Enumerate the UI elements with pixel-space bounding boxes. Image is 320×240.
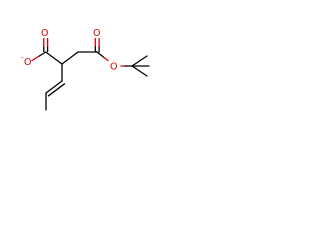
carbonyl-oxygen-label-right: O <box>93 28 100 39</box>
vinyl-double-bond-a <box>45 80 63 94</box>
structure-diagram: O O - O O <box>21 28 150 111</box>
c-o-single-bond-red <box>31 55 40 62</box>
ester-oxygen-label: O <box>110 62 117 73</box>
ester-c-o-bond-red <box>103 56 109 62</box>
carboxylate-oxygen-label: O <box>24 57 31 68</box>
c-o-single-bond <box>37 51 47 58</box>
tbu-methyl-up <box>131 55 148 67</box>
carbonyl-oxygen-label-left: O <box>41 28 48 39</box>
alpha-to-ch2-bond <box>61 51 79 65</box>
ester-c-o-bond-dark <box>96 51 105 59</box>
negative-charge-label: - <box>21 54 24 62</box>
vinyl-double-bond-b <box>47 83 66 97</box>
tbu-methyl-down <box>131 65 148 77</box>
carboxyl-to-alpha-bond <box>45 51 63 65</box>
